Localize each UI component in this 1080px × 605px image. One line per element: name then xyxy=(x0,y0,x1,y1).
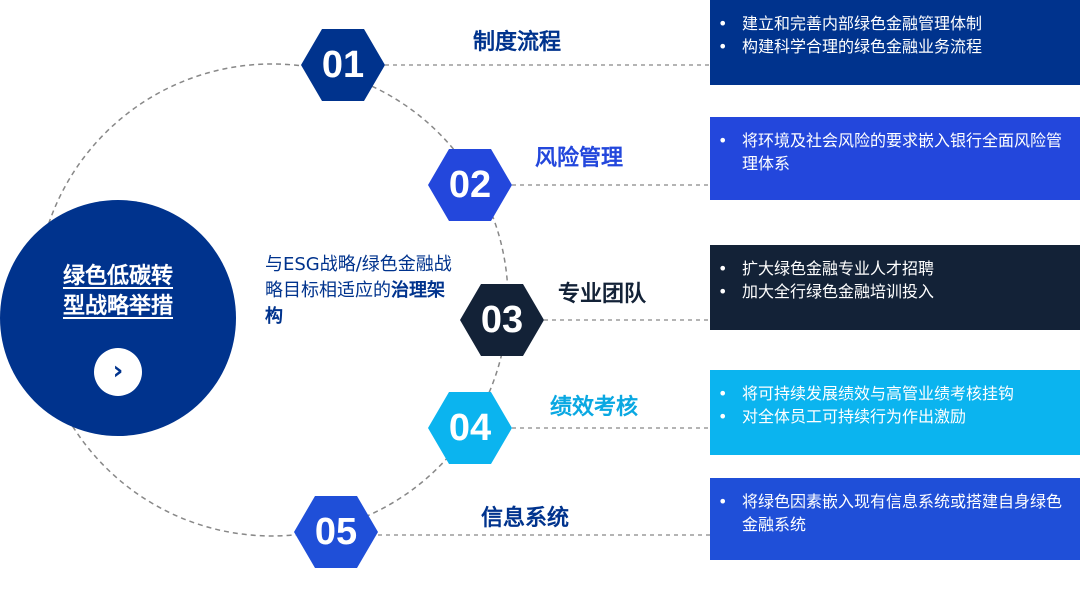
bullet-text: 建立和完善内部绿色金融管理体制 xyxy=(742,14,983,33)
step-hexagon: 02 xyxy=(428,149,512,221)
governance-description: 与ESG战略/绿色金融战略目标相适应的治理架构 xyxy=(265,254,452,327)
step-hexagon: 05 xyxy=(294,496,378,568)
bullet-text: 将环境及社会风险的要求嵌入银行全面风险管理体系 xyxy=(742,131,1063,173)
bullet-text: 将绿色因素嵌入现有信息系统或搭建自身绿色金融系统 xyxy=(742,492,1063,534)
step-hexagon: 03 xyxy=(460,284,544,356)
step-title: 专业团队 xyxy=(558,282,647,307)
step-title: 绩效考核 xyxy=(550,395,639,420)
bullet-text: 扩大绿色金融专业人才招聘 xyxy=(742,259,935,278)
bullet-item: •将可持续发展绩效与高管业绩考核挂钩 xyxy=(718,384,1015,403)
step-hexagon: 01 xyxy=(301,29,385,101)
bullet-item: •将绿色因素嵌入现有信息系统或搭建自身绿色金融系统 xyxy=(718,490,1070,536)
bullet-text: 对全体员工可持续行为作出激励 xyxy=(742,407,967,426)
chevron-right-icon[interactable]: › xyxy=(94,348,142,396)
step-detail-box: •扩大绿色金融专业人才招聘 •加大全行绿色金融培训投入 xyxy=(710,245,1080,330)
bullet-text: 加大全行绿色金融培训投入 xyxy=(742,282,935,301)
bullet-text: 构建科学合理的绿色金融业务流程 xyxy=(742,37,983,56)
bullet-item: •建立和完善内部绿色金融管理体制 xyxy=(718,14,983,33)
step-detail-box: •将环境及社会风险的要求嵌入银行全面风险管理体系 xyxy=(710,117,1080,200)
bullet-item: •将环境及社会风险的要求嵌入银行全面风险管理体系 xyxy=(718,129,1070,175)
step-detail-box: •将绿色因素嵌入现有信息系统或搭建自身绿色金融系统 xyxy=(710,478,1080,560)
step-hexagon: 04 xyxy=(428,392,512,464)
bullet-text: 将可持续发展绩效与高管业绩考核挂钩 xyxy=(742,384,1015,403)
step-detail-box: •将可持续发展绩效与高管业绩考核挂钩 •对全体员工可持续行为作出激励 xyxy=(710,370,1080,455)
step-detail-box: •建立和完善内部绿色金融管理体制 •构建科学合理的绿色金融业务流程 xyxy=(710,0,1080,85)
hub-title: 绿色低碳转型战略举措 xyxy=(62,264,173,319)
bullet-item: •构建科学合理的绿色金融业务流程 xyxy=(718,37,983,56)
step-title: 信息系统 xyxy=(481,506,570,531)
step-title: 风险管理 xyxy=(535,146,624,171)
hub-circle: 绿色低碳转型战略举措 › xyxy=(0,200,236,436)
bullet-item: •对全体员工可持续行为作出激励 xyxy=(718,407,967,426)
bullet-item: •扩大绿色金融专业人才招聘 xyxy=(718,259,935,278)
step-title: 制度流程 xyxy=(473,30,562,55)
bullet-item: •加大全行绿色金融培训投入 xyxy=(718,282,935,301)
